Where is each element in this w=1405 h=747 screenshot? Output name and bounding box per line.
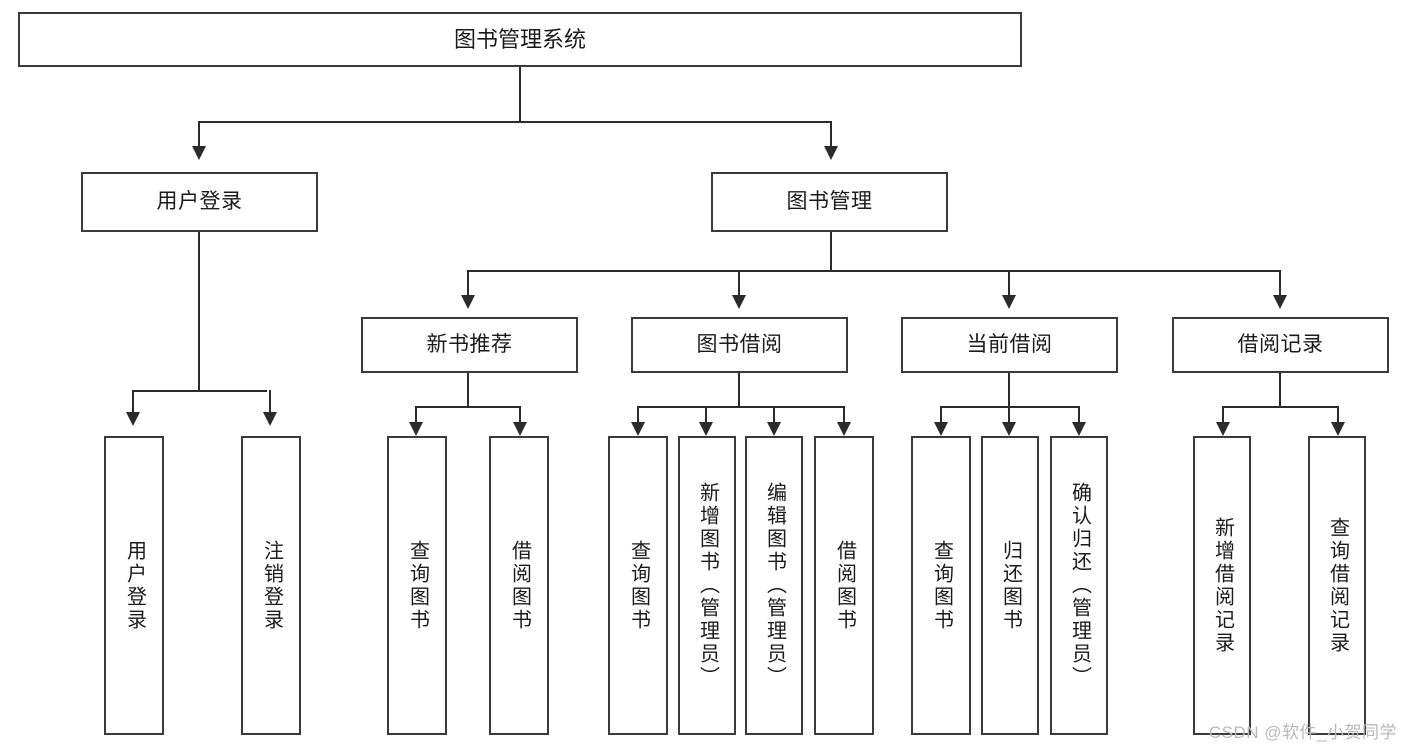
- arrowhead-br-leaf-1: [1216, 422, 1230, 436]
- leaf-logout[interactable]: 注销登录: [241, 436, 301, 735]
- edge-user-login-bus: [132, 390, 267, 392]
- node-label: 图书管理系统: [453, 26, 586, 52]
- edge-new-book-drop-1: [415, 406, 417, 422]
- node-label: 查询图书: [930, 539, 953, 632]
- arrowhead-book-borrow: [732, 295, 746, 309]
- leaf-cb-query-book[interactable]: 查询图书: [911, 436, 971, 735]
- edge-book-borrow-stem: [738, 373, 740, 407]
- arrowhead-nb-leaf-2: [513, 422, 527, 436]
- edge-user-login-drop-2: [269, 390, 271, 412]
- leaf-bb-borrow-book[interactable]: 借阅图书: [814, 436, 874, 735]
- node-borrow-record[interactable]: 借阅记录: [1172, 317, 1389, 373]
- node-user-login[interactable]: 用户登录: [81, 172, 318, 232]
- arrowhead-user-login: [192, 146, 206, 160]
- arrowhead-leaf-logout: [263, 412, 277, 426]
- leaf-br-query-record[interactable]: 查询借阅记录: [1308, 436, 1366, 735]
- arrowhead-current-borrow: [1002, 295, 1016, 309]
- edge-to-borrow-record: [1279, 270, 1281, 295]
- arrowhead-book-manage: [824, 146, 838, 160]
- node-label: 用户登录: [123, 539, 146, 632]
- node-label: 查询图书: [406, 539, 429, 632]
- leaf-cb-return-book[interactable]: 归还图书: [981, 436, 1039, 735]
- node-label: 新增借阅记录: [1211, 516, 1234, 655]
- edge-level3-bus: [467, 270, 1281, 272]
- edge-cb-drop-1: [940, 406, 942, 422]
- edge-current-borrow-stem: [1008, 373, 1010, 407]
- edge-current-borrow-bus: [940, 406, 1080, 408]
- edge-to-user-login: [198, 121, 200, 146]
- edge-bb-drop-1: [637, 406, 639, 422]
- node-label: 借阅图书: [508, 539, 531, 632]
- edge-level2-bus: [198, 121, 832, 123]
- arrowhead-new-book: [461, 295, 475, 309]
- node-current-borrow[interactable]: 当前借阅: [901, 317, 1118, 373]
- arrowhead-leaf-user-login: [126, 412, 140, 426]
- node-label: 图书管理: [786, 189, 873, 213]
- node-label: 用户登录: [156, 189, 243, 213]
- edge-bb-drop-4: [843, 406, 845, 422]
- leaf-bb-add-book[interactable]: 新增图书（管理员）: [678, 436, 736, 735]
- node-label: 借阅记录: [1237, 332, 1324, 356]
- arrowhead-br-leaf-2: [1331, 422, 1345, 436]
- arrowhead-bb-leaf-1: [631, 422, 645, 436]
- edge-new-book-drop-2: [519, 406, 521, 422]
- edge-bb-drop-3: [773, 406, 775, 422]
- edge-user-login-stem: [198, 232, 200, 391]
- arrowhead-bb-leaf-2: [699, 422, 713, 436]
- leaf-user-login[interactable]: 用户登录: [104, 436, 164, 735]
- arrowhead-nb-leaf-1: [409, 422, 423, 436]
- node-new-book-recommend[interactable]: 新书推荐: [361, 317, 578, 373]
- leaf-nb-borrow-book[interactable]: 借阅图书: [489, 436, 549, 735]
- edge-new-book-stem: [467, 373, 469, 407]
- arrowhead-borrow-record: [1273, 295, 1287, 309]
- arrowhead-cb-leaf-3: [1072, 422, 1086, 436]
- edge-root-stem: [519, 67, 521, 122]
- arrowhead-cb-leaf-2: [1002, 422, 1016, 436]
- node-label: 新书推荐: [426, 332, 513, 356]
- arrowhead-bb-leaf-4: [837, 422, 851, 436]
- node-label: 图书借阅: [696, 332, 783, 356]
- edge-cb-drop-2: [1008, 406, 1010, 422]
- node-label: 注销登录: [260, 539, 283, 632]
- edge-new-book-bus: [415, 406, 521, 408]
- leaf-br-add-record[interactable]: 新增借阅记录: [1193, 436, 1251, 735]
- node-label: 查询图书: [627, 539, 650, 632]
- edge-bb-drop-2: [705, 406, 707, 422]
- node-label: 查询借阅记录: [1326, 516, 1349, 655]
- node-label: 新增图书（管理员）: [696, 482, 719, 689]
- edge-cb-drop-3: [1078, 406, 1080, 422]
- leaf-cb-confirm-return[interactable]: 确认归还（管理员）: [1050, 436, 1108, 735]
- node-label: 归还图书: [999, 539, 1022, 632]
- node-label: 确认归还（管理员）: [1068, 482, 1091, 689]
- node-book-borrow[interactable]: 图书借阅: [631, 317, 848, 373]
- arrowhead-cb-leaf-1: [934, 422, 948, 436]
- node-label: 编辑图书（管理员）: [763, 482, 786, 689]
- node-book-management[interactable]: 图书管理: [711, 172, 948, 232]
- edge-to-current-borrow: [1008, 270, 1010, 295]
- edge-book-manage-stem: [830, 232, 832, 271]
- leaf-bb-query-book[interactable]: 查询图书: [608, 436, 668, 735]
- edge-borrow-record-bus: [1222, 406, 1339, 408]
- leaf-nb-query-book[interactable]: 查询图书: [387, 436, 447, 735]
- edge-book-borrow-bus: [637, 406, 845, 408]
- csdn-watermark: CSDN @软件_小贺同学: [1208, 723, 1397, 742]
- edge-br-drop-2: [1337, 406, 1339, 422]
- edge-to-book-borrow: [738, 270, 740, 295]
- edge-borrow-record-stem: [1279, 373, 1281, 407]
- node-label: 当前借阅: [966, 332, 1053, 356]
- edge-to-new-book: [467, 270, 469, 295]
- leaf-bb-edit-book[interactable]: 编辑图书（管理员）: [745, 436, 803, 735]
- edge-user-login-drop-1: [132, 390, 134, 412]
- edge-br-drop-1: [1222, 406, 1224, 422]
- arrowhead-bb-leaf-3: [767, 422, 781, 436]
- edge-to-book-manage: [830, 121, 832, 146]
- node-root-system[interactable]: 图书管理系统: [18, 12, 1022, 67]
- node-label: 借阅图书: [833, 539, 856, 632]
